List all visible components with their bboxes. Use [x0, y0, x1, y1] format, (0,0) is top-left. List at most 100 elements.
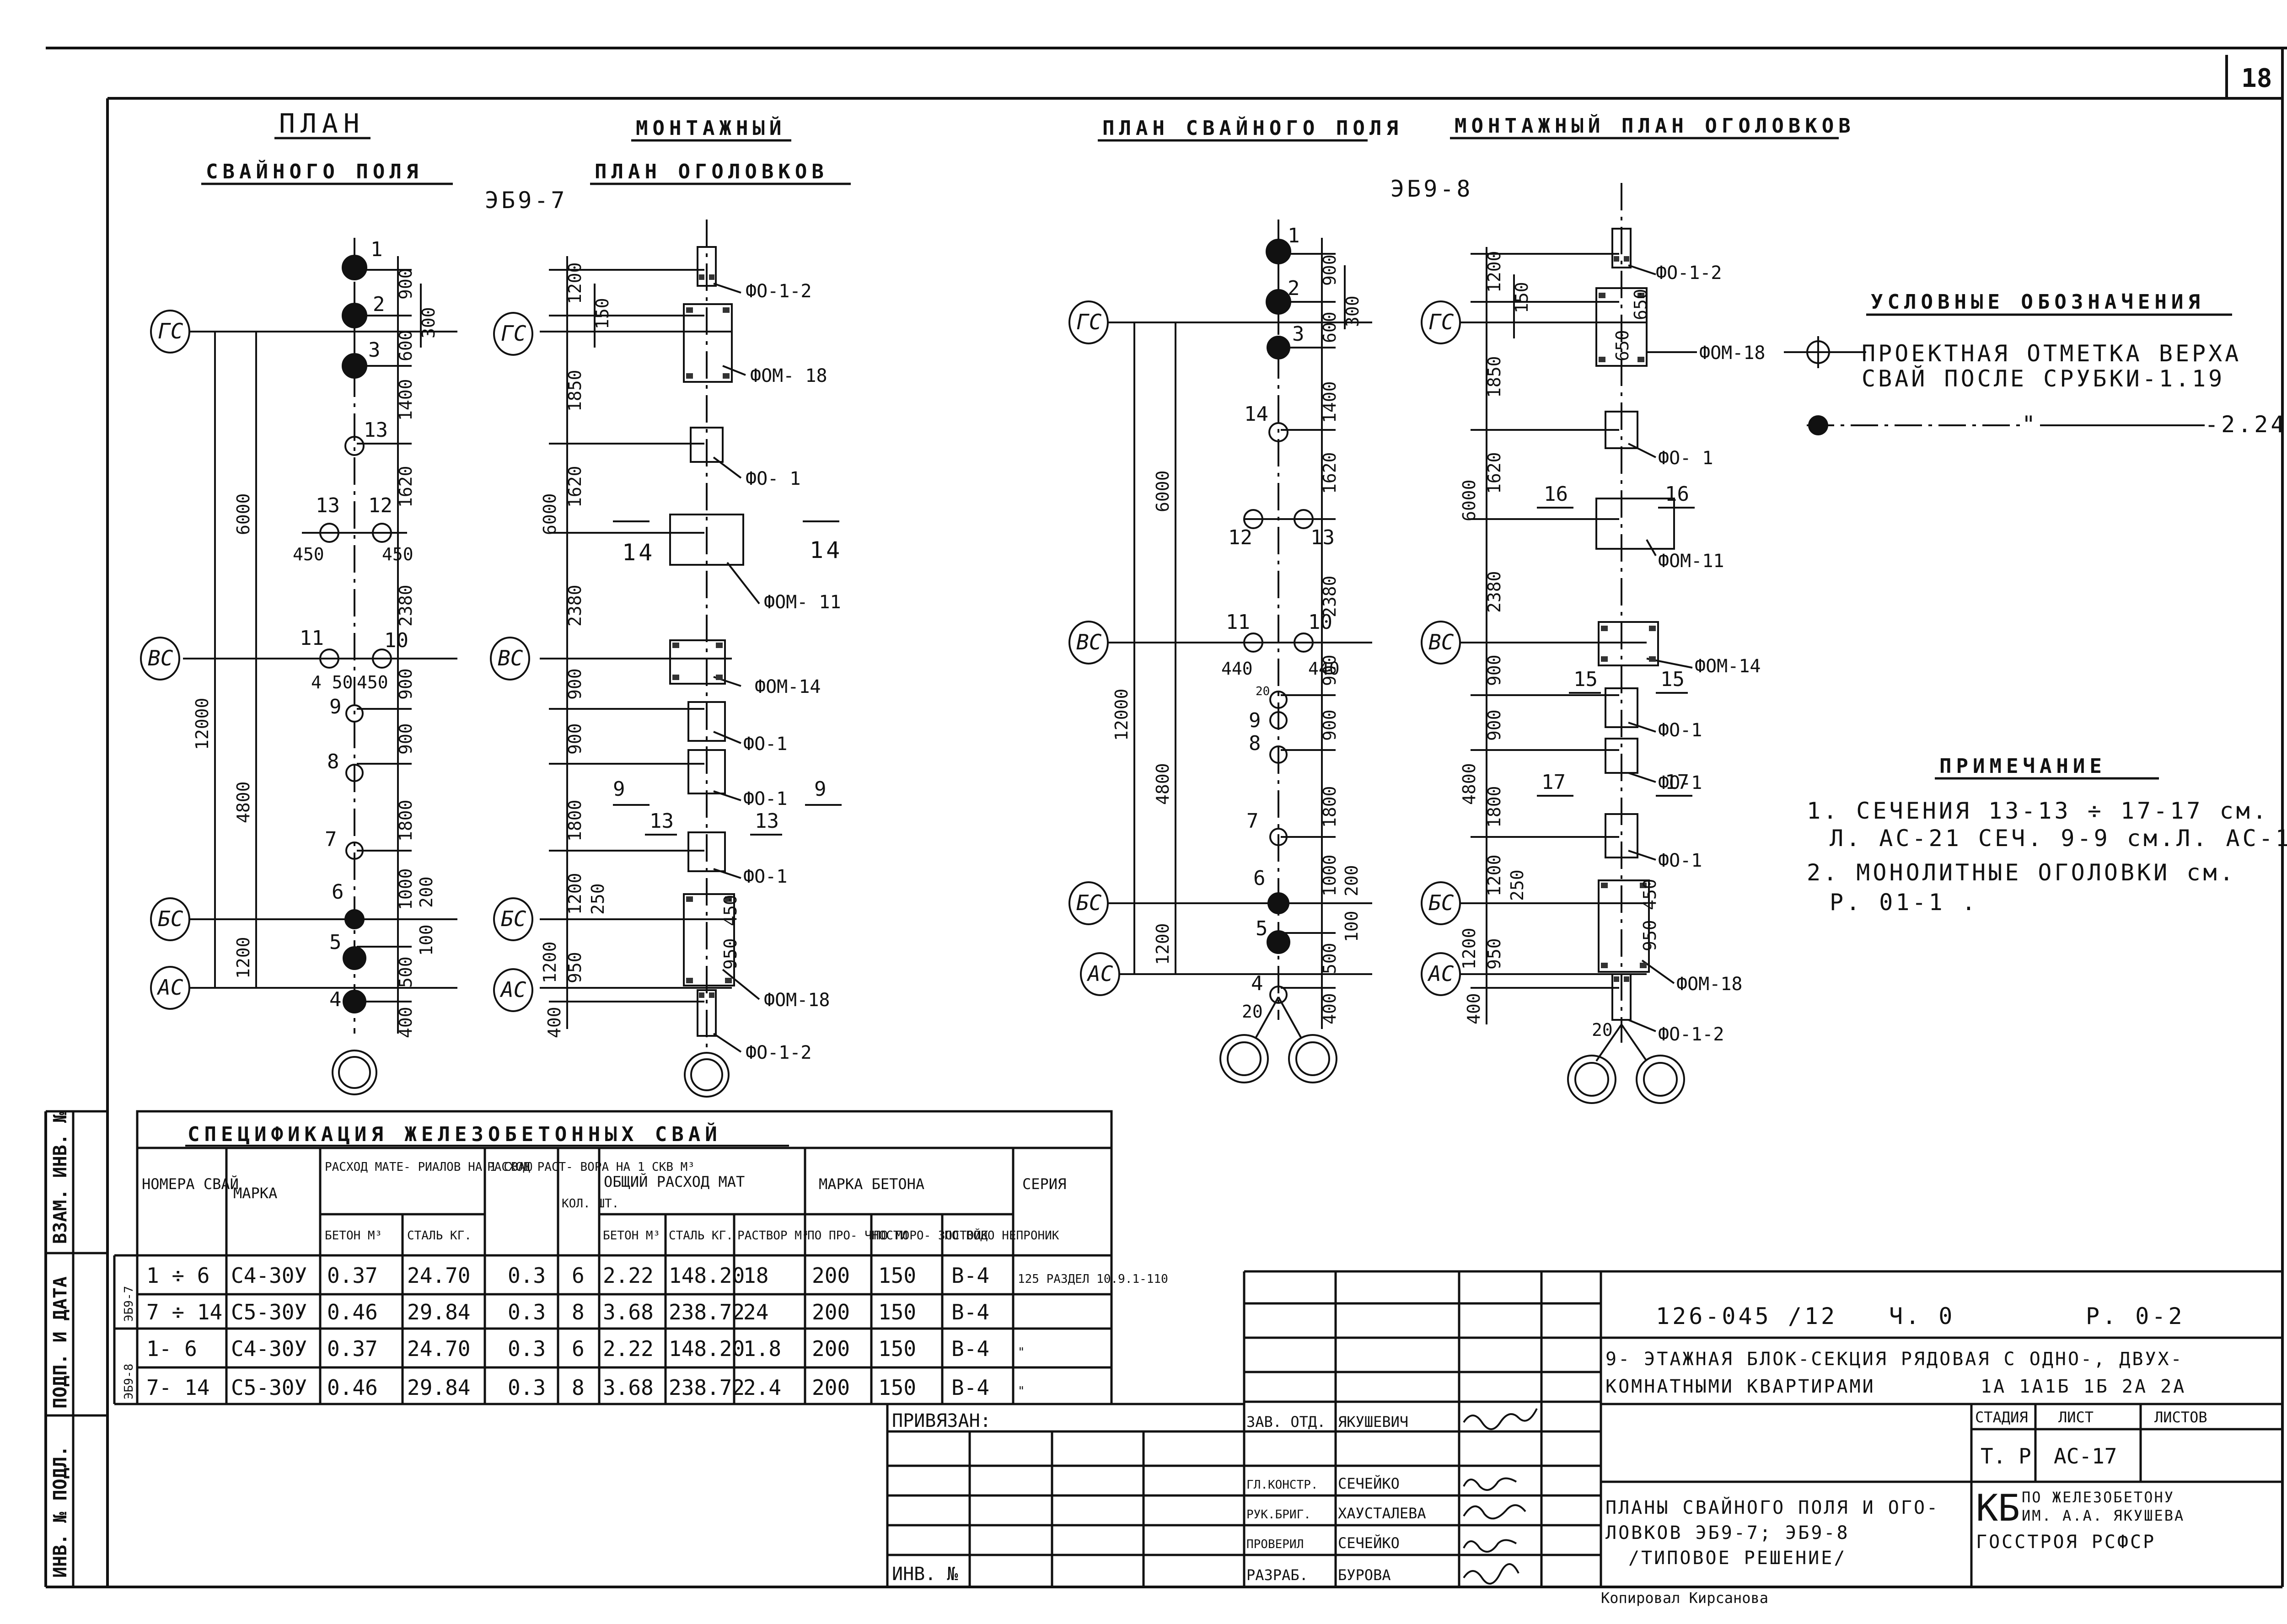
right-cap-axis-bubbles	[1422, 301, 1460, 995]
pile-number: 9	[329, 695, 342, 718]
project-line-2: КОМНАТНЫМИ КВАРТИРАМИ	[1605, 1376, 1875, 1397]
dim-label: 1800	[1484, 786, 1504, 828]
cap-label: ФОМ-14	[1695, 656, 1761, 677]
person-name: СЕЧЕЙКО	[1338, 1534, 1400, 1552]
legend-title: УСЛОВНЫЕ ОБОЗНАЧЕНИЯ	[1871, 290, 2205, 314]
org-line-1: ПО ЖЕЛЕЗОБЕТОНУ	[2022, 1489, 2174, 1506]
pile-number: 6	[1253, 867, 1266, 890]
spec-cell: 2.4	[743, 1375, 781, 1400]
dim-label: 1200	[1484, 251, 1504, 293]
spec-cell: 0.37	[327, 1336, 378, 1361]
dim-label: 300	[419, 307, 439, 338]
spec-header-mortar-use: РАСХОД РАСТ- ВОРА НА 1 СКВ М³	[487, 1160, 695, 1174]
role-label: ГЛ.КОНСТР.	[1246, 1478, 1318, 1492]
spec-header-t-mortar: РАСТВОР М³	[737, 1229, 809, 1243]
section-mark: 17	[1541, 771, 1566, 794]
dim-label: 450	[720, 895, 741, 926]
signatures	[1464, 1409, 1537, 1584]
right-pile-plan: 1 2 3 14 12 13 11 10 20 9 8 7 6 5 4 900 …	[1102, 220, 1372, 1083]
right-cap-plan: ФО-1-2 ФОМ-18 ФО- 1 ФОМ-11 ФОМ-14 ФО-1 Ф…	[1459, 183, 1766, 1103]
spec-cell: 150	[878, 1336, 916, 1361]
dim-label: 2380	[1484, 571, 1504, 613]
strip-label-sign: ПОДП. И ДАТА	[50, 1276, 71, 1409]
pile-number: 20	[1256, 685, 1270, 698]
cap-label: ФОМ-11	[1658, 551, 1724, 572]
spec-cell: В-4	[951, 1375, 989, 1400]
dim-label: 1400	[396, 379, 416, 421]
dim-label: 1620	[565, 466, 585, 508]
dim-label: 300	[1342, 295, 1363, 327]
spec-cell: С5-30У	[231, 1300, 307, 1324]
dim-label: 1850	[565, 370, 585, 412]
dim-label: 2380	[1320, 575, 1340, 617]
person-name: ЯКУШЕВИЧ	[1338, 1413, 1408, 1431]
spec-cell: 148.20	[669, 1336, 745, 1361]
spec-header-g-strength: ПО ПРО- ЧНОСТИ	[807, 1229, 907, 1243]
spec-cell: С5-30У	[231, 1375, 307, 1400]
pile-number: 8	[1249, 732, 1261, 755]
spec-header-steel: СТАЛЬ КГ.	[407, 1229, 472, 1243]
spec-header-g-water: ПО ВОДО НЕПРОНИК	[945, 1229, 1059, 1243]
spec-header-concrete: БЕТОН М³	[325, 1229, 382, 1243]
note-line-1: 1. СЕЧЕНИЯ 13-13 ÷ 17-17 см.	[1807, 798, 2269, 824]
spec-cell: 1.8	[743, 1336, 781, 1361]
role-label: РАЗРАБ.	[1246, 1566, 1308, 1584]
spec-cell: 0.3	[508, 1263, 546, 1288]
dim-label: 250	[588, 883, 608, 915]
spec-cell: В-4	[951, 1263, 989, 1288]
cap-label: ФО-1	[1658, 720, 1702, 741]
axis-label-vs: ВС	[498, 646, 523, 670]
legend-mark2-quote: "	[2022, 411, 2038, 438]
section-mark: 16	[1665, 482, 1689, 506]
cap-label: ФО-1-2	[746, 281, 812, 302]
doc-code: 126-045 /12	[1656, 1303, 1837, 1329]
cap-label: ФОМ-14	[755, 676, 821, 697]
dim-label: 4 50	[311, 672, 353, 692]
spec-cell: 148.20	[669, 1263, 745, 1288]
dim-label: 1200	[565, 873, 585, 915]
left-pile-plan-title-1: ПЛАН	[279, 108, 365, 139]
legend-mark2-value: -2.24	[2205, 411, 2287, 438]
spec-cell: 150	[878, 1263, 916, 1288]
section-mark: 17	[1665, 771, 1689, 794]
dim-label: 100	[416, 924, 436, 956]
spec-cell: 238.72	[669, 1375, 745, 1400]
drawing-title-2: ЛОВКОВ ЭБ9-7; ЭБ9-8	[1605, 1522, 1850, 1544]
dim-label: 950	[1484, 938, 1504, 970]
left-mark: ЭБ9-7	[485, 187, 568, 214]
right-axis-bubbles	[1069, 301, 1119, 995]
axis-label-bs: БС	[501, 906, 526, 931]
spec-cell: 238.72	[669, 1300, 745, 1324]
cap-label: ФОМ- 18	[750, 365, 827, 386]
legend-line-2: СВАЙ ПОСЛЕ СРУБКИ-1.19	[1862, 365, 2225, 392]
cap-label: ФО-1-2	[746, 1042, 812, 1063]
left-cap-axis-bubbles	[491, 313, 532, 1011]
spec-cell: 7 ÷ 14	[146, 1300, 222, 1324]
dim-label: 440	[1308, 659, 1340, 679]
drawing-title-1: ПЛАНЫ СВАЙНОГО ПОЛЯ И ОГО-	[1605, 1496, 1939, 1518]
pile-number: 13	[1310, 526, 1335, 549]
strip-label-replace: ВЗАМ. ИНВ. №	[50, 1112, 71, 1244]
dim-label: 1200	[565, 262, 585, 304]
spec-cell: В-4	[951, 1336, 989, 1361]
spec-cell: 3.68	[603, 1300, 654, 1324]
cap-label: ФОМ- 11	[764, 592, 841, 613]
dim-label: 1200	[1484, 854, 1504, 896]
dim-label: 950	[1640, 920, 1660, 951]
pile-number: 4	[1251, 972, 1263, 995]
spec-header-material: РАСХОД МАТЕ- РИАЛОВ НА 1 СВАЮ	[325, 1160, 532, 1174]
role-label: РУК.БРИГ.	[1246, 1508, 1311, 1522]
right-mark: ЭБ9-8	[1390, 176, 1473, 202]
org-line-2: ИМ. А.А. ЯКУШЕВА	[2022, 1507, 2185, 1524]
section-mark: 15	[1660, 668, 1685, 691]
dim-label: 900	[396, 268, 416, 300]
dim-label: 6000	[540, 493, 560, 535]
spec-header-g-frost: ПО МОРО- ЗОСТОЙК	[874, 1228, 988, 1243]
pile-number: 10	[384, 629, 408, 652]
pile-number: 5	[1256, 917, 1268, 940]
pile-number: 11	[1226, 611, 1250, 634]
spec-header-series: СЕРИЯ	[1022, 1175, 1066, 1193]
cap-label: ФОМ-18	[1699, 343, 1766, 364]
spec-cell: 29.84	[407, 1300, 470, 1324]
dim-label: 900	[565, 668, 585, 700]
